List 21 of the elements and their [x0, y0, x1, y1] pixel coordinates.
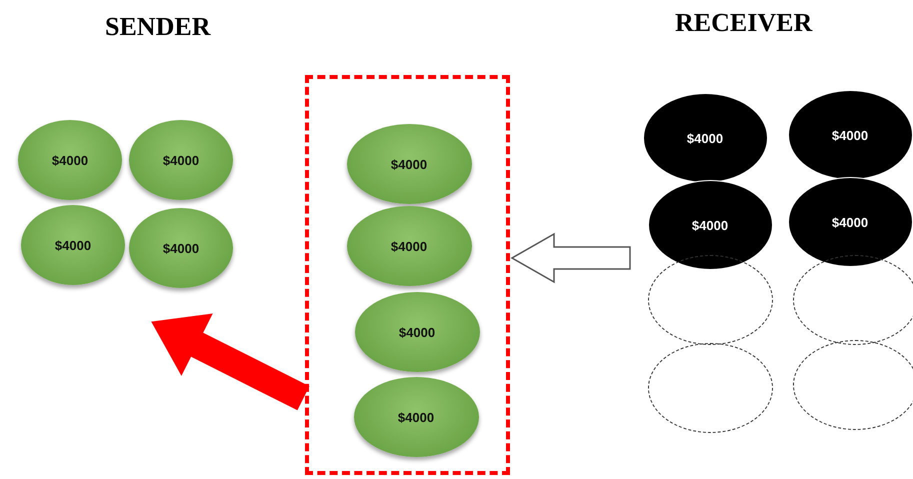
money-ellipse: $4000	[129, 208, 233, 288]
dashed-frame	[305, 75, 510, 475]
money-ellipse: $4000	[18, 120, 122, 200]
money-ellipse: $4000	[346, 124, 472, 204]
money-ellipse: $4000	[346, 206, 472, 286]
heading: SENDER	[105, 12, 210, 42]
money-ellipse: $4000	[354, 292, 480, 372]
block-arrow	[510, 232, 631, 284]
empty-slot-ellipse	[792, 340, 913, 430]
money-ellipse: $4000	[129, 120, 233, 200]
money-ellipse: $4000	[788, 90, 912, 180]
empty-slot-ellipse	[792, 255, 913, 345]
money-ellipse: $4000	[642, 93, 768, 183]
money-ellipse: $4000	[21, 205, 125, 285]
money-ellipse: $4000	[648, 180, 772, 270]
money-ellipse: $4000	[354, 377, 478, 457]
heading: RECEIVER	[675, 8, 812, 38]
empty-slot-ellipse	[648, 255, 772, 345]
empty-slot-ellipse	[648, 343, 772, 433]
block-arrow	[151, 313, 310, 410]
money-ellipse: $4000	[788, 177, 912, 267]
